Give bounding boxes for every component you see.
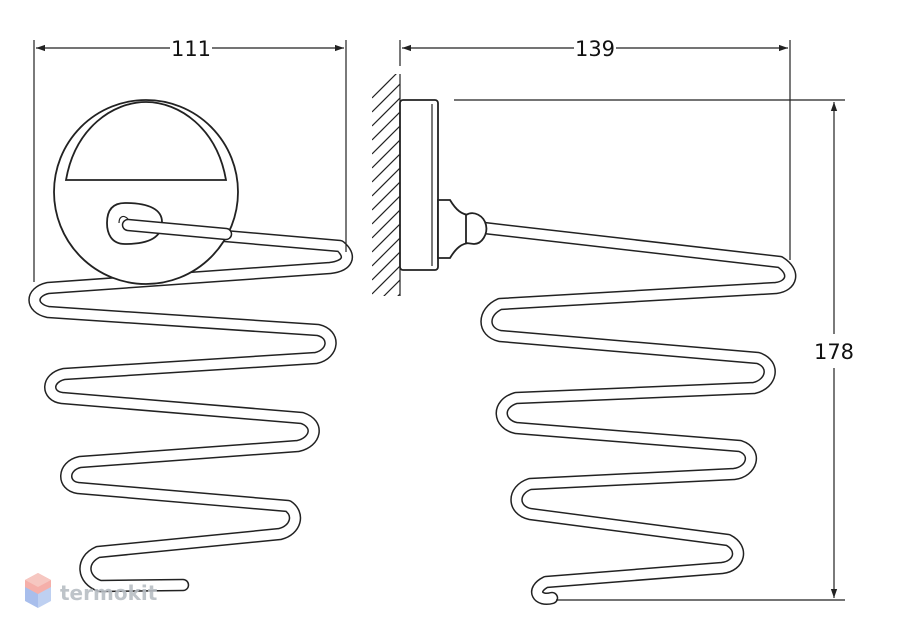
hatch-line xyxy=(372,209,400,239)
front-spiral xyxy=(28,221,353,593)
hatch-line xyxy=(372,167,400,197)
hatch-line xyxy=(372,237,400,267)
hatch-line xyxy=(372,111,400,141)
wall-hatch xyxy=(372,74,401,336)
dimension-label-width: 111 xyxy=(171,37,211,61)
hatch-line xyxy=(372,97,400,127)
dimension-139: 139 xyxy=(399,37,791,260)
watermark-text: termokit xyxy=(60,581,158,605)
hatch-line xyxy=(372,83,400,113)
wall-flange-front xyxy=(53,99,239,285)
hatch-line xyxy=(372,125,400,155)
hatch-line xyxy=(372,195,400,225)
hatch-line xyxy=(372,181,400,211)
front-view xyxy=(28,99,353,593)
hatch-line xyxy=(372,139,400,169)
watermark-logo-icon xyxy=(25,573,51,608)
front-arm-overlay xyxy=(118,215,233,241)
wall-mount-side xyxy=(399,99,488,271)
hatch-line xyxy=(372,153,400,183)
hatch-line xyxy=(372,308,400,336)
dimension-label-depth: 139 xyxy=(575,37,615,61)
hatch-line xyxy=(372,265,400,295)
side-spiral xyxy=(477,221,797,605)
watermark: termokit xyxy=(25,573,158,608)
hatch-line xyxy=(372,74,397,99)
dimension-label-height: 178 xyxy=(814,340,854,364)
hatch-line xyxy=(372,223,400,253)
dimension-111: 111 xyxy=(33,37,347,282)
hatch-line xyxy=(383,279,400,296)
side-view xyxy=(372,74,797,605)
hatch-line xyxy=(372,251,400,281)
dimension-178: 178 xyxy=(454,99,854,601)
hatch-line xyxy=(397,293,400,296)
